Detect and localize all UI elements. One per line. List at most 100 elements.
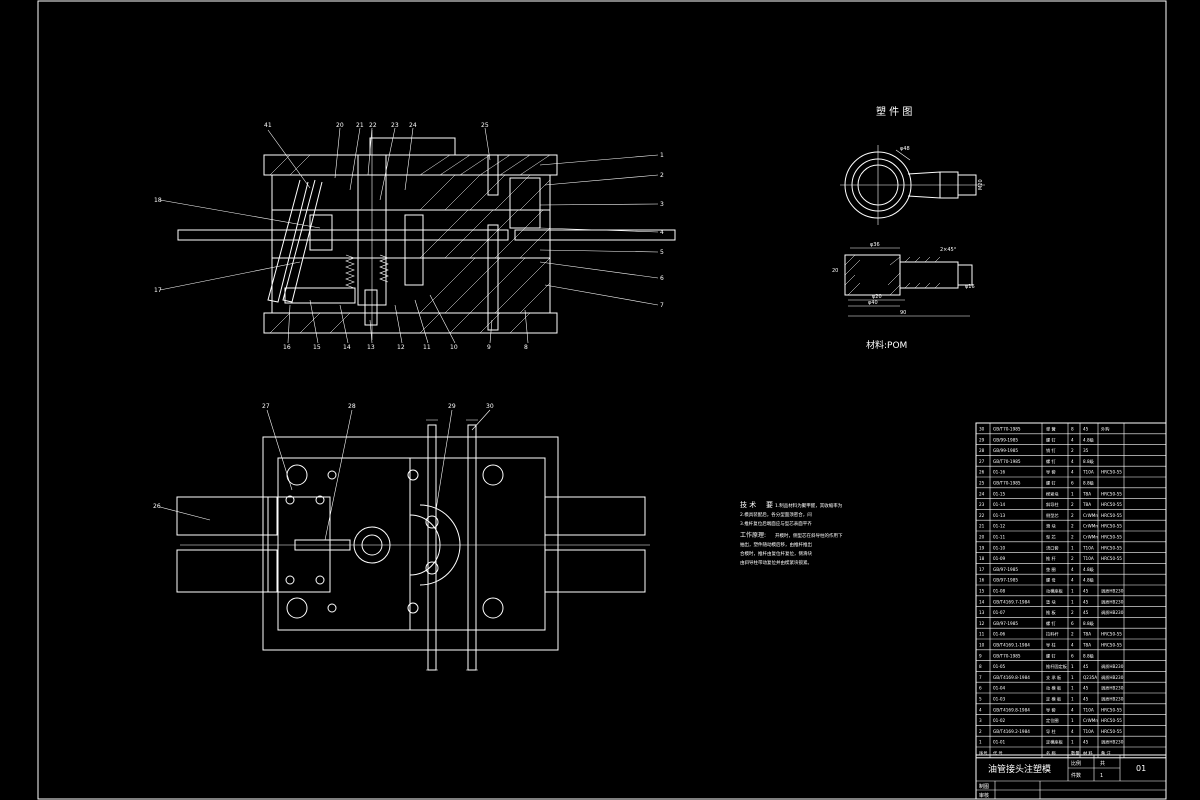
bom-row-cell: 01-01 [993,740,1006,745]
callout-6: 6 [660,275,664,282]
plan-spring-rod [427,424,437,671]
bom-row-cell: 侧型芯 [1046,512,1059,519]
part-tube-tip [957,174,977,196]
bom-row-cell: 01-09 [993,556,1006,561]
bom-row-cell: GB/T4169.1-1984 [993,643,1030,648]
bom-row-cell: HRC50-55 [1101,707,1122,712]
part-section-tip [957,264,973,286]
bom-row-cell: 8.8级 [1083,458,1095,465]
part-material: 材料:POM [866,339,907,351]
bom-row-cell: 调质HB230 [1101,663,1124,670]
callout-16: 16 [283,344,291,351]
bom-row-cell: 01-11 [993,535,1006,540]
bom-row-cell: 4.8级 [1083,436,1095,443]
bom-row-cell: 45 [1083,686,1089,691]
plan-base-plate [262,436,559,651]
ejector-pin [487,154,499,196]
bom-row-cell: 6 [1071,621,1074,626]
notes-line-2: 2.模具装配后，各分型面须密合，间 [740,511,812,518]
bom-row-cell: 螺 母 [1046,577,1056,584]
section-view: 41 20 21 22 23 24 25 1 2 3 4 5 6 7 18 17… [154,122,676,351]
plan-slide-right [544,496,646,536]
callout-18: 18 [154,197,162,204]
angled-pin-2 [282,179,323,303]
part-dim-width: φ36 [870,242,880,248]
bom-row-cell: 45 [1083,697,1089,702]
bom-row-cell: 1 [1071,740,1074,745]
bom-row-cell: CrWMn [1083,513,1098,518]
bom-row-cell: 定位圈 [1046,717,1059,724]
bom-row-cell: 垫 块 [1046,598,1057,605]
fixed-mold-plate [271,174,551,211]
bom-row-cell: HRC50-55 [1101,524,1122,529]
bom-row-cell: 28 [979,448,985,453]
bom-row-cell: 01-05 [993,664,1006,669]
bom-row-cell: 2 [1071,610,1074,615]
bom-row-cell: 8.8级 [1083,480,1095,487]
spring-2 [379,254,389,283]
title-block: 油管接头注塑模 比例 件数 共 1 01 制图 审核 [975,754,1167,800]
bom-row-cell: 45 [1083,427,1089,432]
bom-row-cell: 01-16 [993,470,1006,475]
side-core-rod [177,229,509,241]
callout-14: 14 [343,344,351,351]
bom-row-cell: 21 [979,524,985,529]
bom-row-cell: 4.8级 [1083,577,1095,584]
bom-row-cell: 01-07 [993,610,1006,615]
bom-row-cell: 型 芯 [1046,534,1056,540]
plan-slider [267,496,331,593]
bom-row-cell: 2 [1071,524,1074,529]
bom-row-cell: 螺 钉 [1046,620,1057,627]
bom-row-cell: 调质HB230 [1101,598,1124,605]
bom-row-cell: GB/T4169.7-1984 [993,599,1030,604]
plan-slide-left [176,496,278,536]
bom-row-cell: 2 [1071,632,1074,637]
bom-row-cell: HRC50-55 [1101,491,1122,496]
bom-row-cell: 垫 圈 [1046,566,1056,573]
bom-row-cell: 16 [979,578,985,583]
bom-row-cell: 25 [979,481,985,486]
bom-row-cell: 11 [979,632,985,637]
plan-callout-29: 29 [448,403,456,410]
callout-8: 8 [524,344,528,351]
callout-9: 9 [487,344,491,351]
bom-row-cell: 1 [1071,697,1074,702]
bottom-clamp-plate [263,312,558,334]
bom-row-cell: 14 [979,599,985,604]
bom-row-cell: T8A [1082,491,1091,496]
bom-row-cell: 10 [979,643,985,648]
plan-callout-30: 30 [486,403,494,410]
section-leaders [159,127,659,344]
bom-row-cell: 8 [1071,427,1074,432]
bom-row-cell: 5 [979,697,982,702]
bom-row-cell: GB/99-1985 [993,437,1018,442]
bom-row-cell: 01-13 [993,513,1006,518]
bom-row-cell: 2 [1071,448,1074,453]
bom-row-cell: 8.8级 [1083,620,1095,627]
title-block-sheet-label: 共 [1100,760,1105,767]
notes-line-6: 合模时，推杆由复位杆复位，侧滑块 [740,550,812,557]
bom-row-cell: 45 [1083,610,1089,615]
callout-20: 20 [336,122,344,129]
bom-row-cell: GB/T4169.8-1984 [993,675,1030,680]
bom-row-cell: HRC50-55 [1101,556,1122,561]
bom-row-cell: HRC50-55 [1101,535,1122,540]
angled-pin [267,179,309,303]
bom-row-cell: 27 [979,459,985,464]
part-section-body [844,254,901,296]
bom-row-cell: 1 [1071,491,1074,496]
bom-header-cell: 序号 [979,750,987,757]
locating-ring [369,137,456,156]
part-dim-angle: 2×45° [940,247,957,253]
bom-row-cell: 01-04 [993,686,1006,691]
part-drawing: 塑 件 图 φ48 M20 φ36 2×45° 20 φ16 φ20 φ40 9… [832,106,985,351]
spring [345,254,355,289]
callout-11: 11 [423,344,431,351]
bom-row-cell: 2 [979,729,982,734]
bom-row-cell: 外购 [1101,426,1109,433]
bom-row-cell: 2 [1071,513,1074,518]
notes-line-3: 3.推杆复位后端面应与型芯表面平齐 [740,520,812,527]
callout-3: 3 [660,201,664,208]
bom-row-cell: CrWMn [1083,535,1098,540]
bom-row-cell: 2 [1071,556,1074,561]
